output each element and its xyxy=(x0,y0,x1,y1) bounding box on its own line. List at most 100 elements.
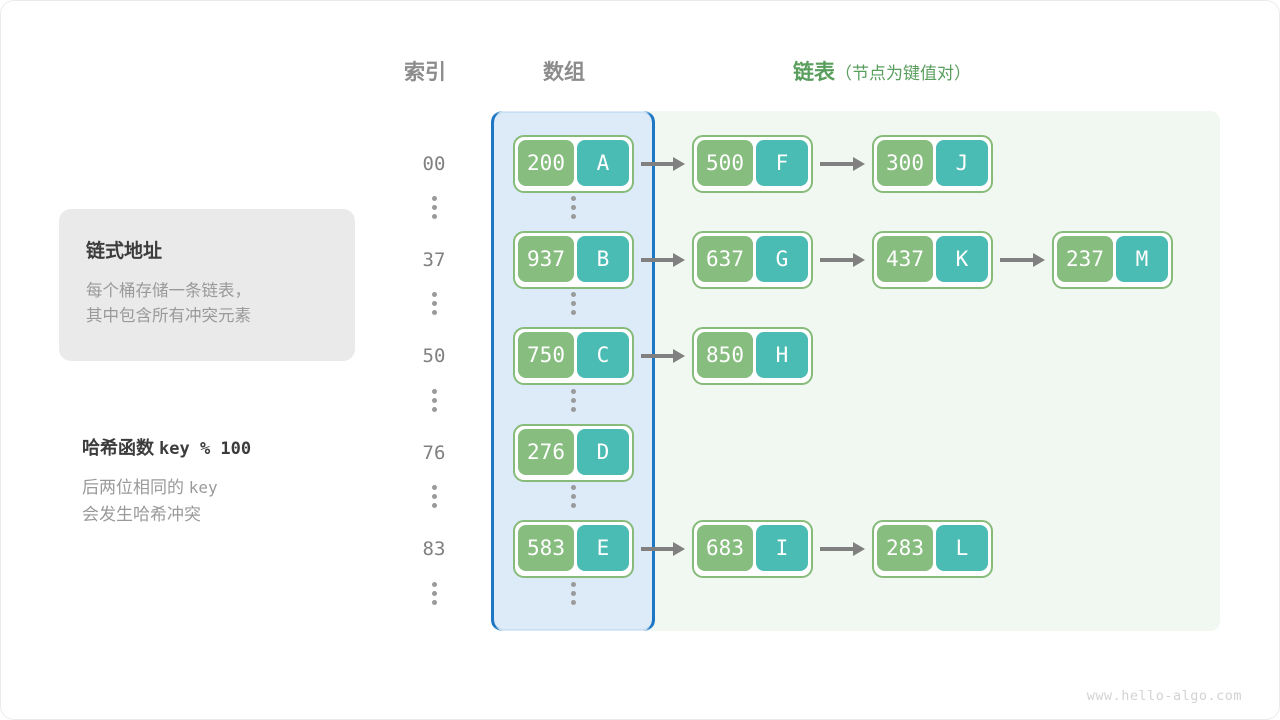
chain-arrow-37-1 xyxy=(820,231,866,289)
info-card-title: 链式地址 xyxy=(86,241,163,262)
chain-arrow-00-0 xyxy=(641,135,686,193)
ellipsis-dot xyxy=(431,503,437,508)
column-header-linkedlist: 链表（节点为键值对） xyxy=(793,56,971,86)
array-ellipsis-1 xyxy=(553,292,593,315)
index-ellipsis-0 xyxy=(414,196,454,219)
hash-note-line-1: 后两位相同的 key xyxy=(82,474,382,501)
bucket-node-50-value: C xyxy=(577,332,629,378)
ellipsis-dot xyxy=(570,600,576,605)
chain-arrow-37-2-head xyxy=(1033,253,1045,267)
chain-arrow-83-1-shaft xyxy=(820,547,854,551)
chain-node-37-0-value: G xyxy=(756,236,808,282)
chain-node-00-0-value: F xyxy=(756,140,808,186)
ellipsis-dot xyxy=(431,214,437,219)
column-header-linkedlist-main: 链表 xyxy=(793,61,835,84)
ellipsis-dot xyxy=(570,485,576,490)
info-card-line-2: 其中包含所有冲突元素 xyxy=(86,307,251,325)
bucket-node-83-value: E xyxy=(577,525,629,571)
bucket-node-76-value: D xyxy=(577,429,629,475)
array-ellipsis-0 xyxy=(553,196,593,219)
chain-node-37-2-key: 237 xyxy=(1057,236,1113,282)
hash-function-title: 哈希函数 key % 100 xyxy=(82,434,382,460)
chain-arrow-37-0 xyxy=(641,231,686,289)
ellipsis-dot xyxy=(570,310,576,315)
chain-node-37-0-key: 637 xyxy=(697,236,753,282)
chain-arrow-00-0-shaft xyxy=(641,162,674,166)
ellipsis-dot xyxy=(431,389,437,394)
bucket-node-37-value: B xyxy=(577,236,629,282)
ellipsis-dot xyxy=(431,196,437,201)
ellipsis-dot xyxy=(570,591,576,596)
chain-arrow-37-1-head xyxy=(853,253,865,267)
ellipsis-dot xyxy=(431,301,437,306)
ellipsis-dot xyxy=(570,301,576,306)
chain-node-83-1-key: 283 xyxy=(877,525,933,571)
index-ellipsis-1 xyxy=(414,292,454,315)
index-ellipsis-3 xyxy=(414,485,454,508)
ellipsis-dot xyxy=(431,494,437,499)
bucket-index-label-83: 83 xyxy=(422,538,446,560)
ellipsis-dot xyxy=(570,407,576,412)
bucket-index-label-00: 00 xyxy=(422,153,446,175)
chain-arrow-50-0-head xyxy=(673,349,685,363)
hash-note-line-1-mono: key xyxy=(188,478,218,497)
chain-node-00-0-key: 500 xyxy=(697,140,753,186)
watermark: www.hello-algo.com xyxy=(1086,688,1242,704)
chain-node-00-1-key: 300 xyxy=(877,140,933,186)
ellipsis-dot xyxy=(570,214,576,219)
ellipsis-dot xyxy=(431,407,437,412)
chain-arrow-50-0-shaft xyxy=(641,354,674,358)
bucket-index-label-50: 50 xyxy=(422,345,446,367)
ellipsis-dot xyxy=(431,398,437,403)
chain-node-37-2-value: M xyxy=(1116,236,1168,282)
ellipsis-dot xyxy=(431,205,437,210)
ellipsis-dot xyxy=(570,398,576,403)
array-ellipsis-3 xyxy=(553,485,593,508)
ellipsis-dot xyxy=(570,389,576,394)
chain-arrow-83-1-head xyxy=(853,542,865,556)
ellipsis-dot xyxy=(431,591,437,596)
chain-arrow-83-1 xyxy=(820,520,866,578)
chain-node-00-1-value: J xyxy=(936,140,988,186)
chain-arrow-00-1-head xyxy=(853,157,865,171)
ellipsis-dot xyxy=(570,494,576,499)
bucket-node-76-key: 276 xyxy=(518,429,574,475)
bucket-node-83-key: 583 xyxy=(518,525,574,571)
array-ellipsis-4 xyxy=(553,582,593,605)
chain-arrow-83-0-head xyxy=(673,542,685,556)
bucket-index-label-76: 76 xyxy=(422,442,446,464)
column-header-array: 数组 xyxy=(543,61,585,84)
column-header-linkedlist-sub: （节点为键值对） xyxy=(835,64,971,83)
chain-node-83-1-value: L xyxy=(936,525,988,571)
ellipsis-dot xyxy=(431,485,437,490)
chain-node-37-1-value: K xyxy=(936,236,988,282)
hash-function-note: 哈希函数 key % 100 后两位相同的 key 会发生哈希冲突 xyxy=(82,434,382,528)
chain-node-50-0-value: H xyxy=(756,332,808,378)
bucket-index-label-37: 37 xyxy=(422,249,446,271)
hash-note-line-1-text: 后两位相同的 xyxy=(82,478,184,497)
chain-node-83-0-key: 683 xyxy=(697,525,753,571)
chain-arrow-50-0 xyxy=(641,327,686,385)
chain-arrow-37-2 xyxy=(1000,231,1046,289)
ellipsis-dot xyxy=(570,205,576,210)
ellipsis-dot xyxy=(570,292,576,297)
info-card-line-1: 每个桶存储一条链表， xyxy=(86,282,251,300)
hash-note-line-2: 会发生哈希冲突 xyxy=(82,505,201,524)
ellipsis-dot xyxy=(570,196,576,201)
ellipsis-dot xyxy=(431,582,437,587)
hash-function-label: 哈希函数 xyxy=(82,438,154,458)
chain-arrow-37-1-shaft xyxy=(820,258,854,262)
chain-node-83-0-value: I xyxy=(756,525,808,571)
chain-node-37-1-key: 437 xyxy=(877,236,933,282)
chain-arrow-00-1-shaft xyxy=(820,162,854,166)
array-region-top-cap xyxy=(491,110,655,126)
chain-arrow-37-2-shaft xyxy=(1000,258,1034,262)
chain-arrow-37-0-head xyxy=(673,253,685,267)
